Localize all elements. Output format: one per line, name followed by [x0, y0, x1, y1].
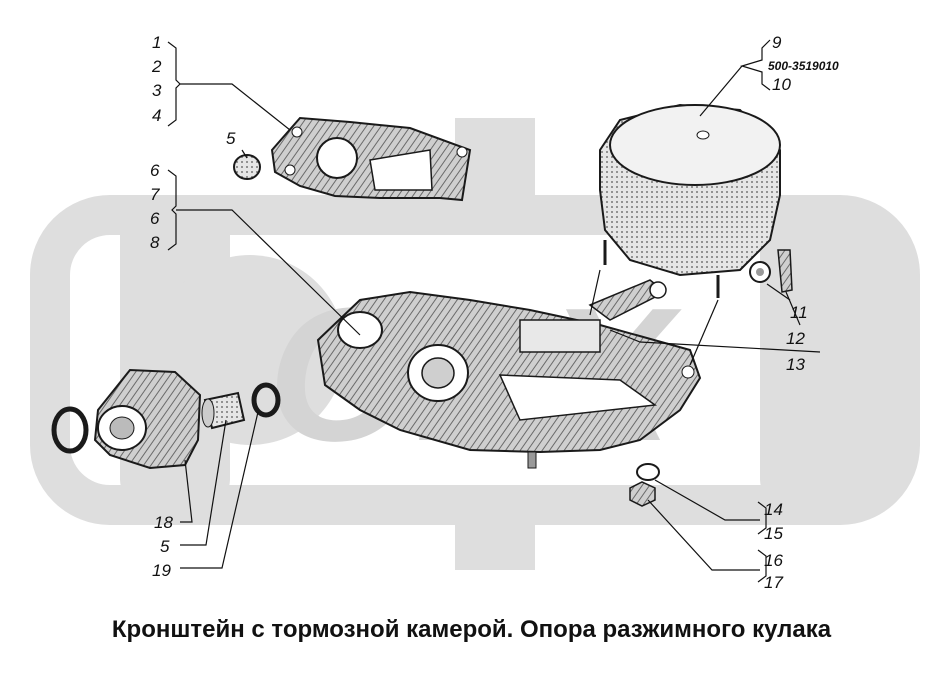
callout-12: 12 — [786, 329, 805, 348]
bushing-lower-part — [201, 391, 246, 430]
clevis-part — [588, 279, 667, 321]
callout-10: 10 — [772, 75, 791, 94]
main-bracket-part — [316, 290, 702, 469]
callout-5-bottom: 5 — [160, 537, 170, 556]
seal-part — [251, 382, 281, 418]
callout-4: 4 — [152, 106, 161, 125]
support-housing-part — [93, 368, 202, 470]
washer-bolt-part — [749, 249, 793, 293]
figure-caption: Кронштейн с тормозной камерой. Опора раз… — [111, 616, 832, 643]
watermark-gear — [30, 118, 920, 570]
callout-18: 18 — [154, 513, 173, 532]
callout-16: 16 — [764, 551, 783, 570]
part-number-label: 500-3519010 — [768, 59, 839, 73]
brake-chamber-part — [599, 103, 781, 298]
callout-15: 15 — [764, 524, 783, 543]
callout-19: 19 — [152, 561, 171, 580]
callout-5-top: 5 — [226, 129, 236, 148]
callout-14: 14 — [764, 500, 783, 519]
o-ring-left-part — [51, 406, 89, 454]
leader-lines — [167, 39, 821, 583]
callout-1: 1 — [152, 33, 161, 52]
callout-7: 7 — [150, 185, 160, 204]
callout-2: 2 — [151, 57, 162, 76]
callout-3: 3 — [152, 81, 162, 100]
callout-9: 9 — [772, 33, 782, 52]
callout-17: 17 — [764, 573, 783, 592]
callout-13: 13 — [786, 355, 805, 374]
bushing-top-part — [233, 154, 261, 180]
callout-11: 11 — [790, 303, 808, 322]
callout-6-a: 6 — [150, 161, 160, 180]
callout-6-b: 6 — [150, 209, 160, 228]
callout-8: 8 — [150, 233, 160, 252]
upper-bracket-part — [270, 116, 472, 202]
